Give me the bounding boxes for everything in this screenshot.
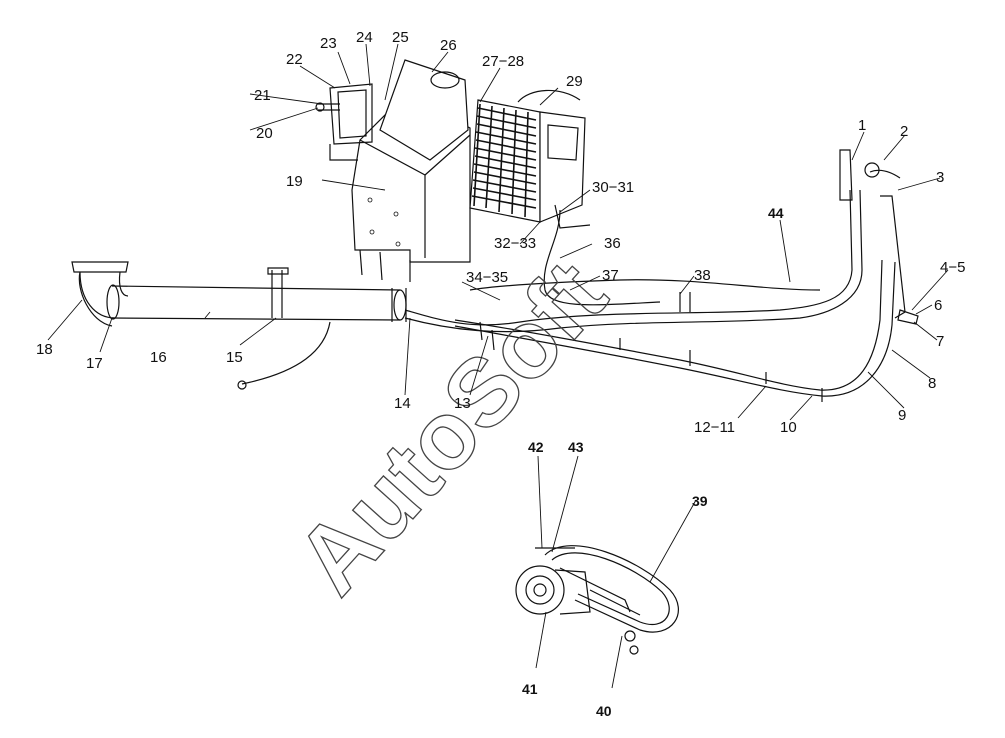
- callout-6: 6: [934, 297, 942, 314]
- callout-43: 43: [568, 439, 584, 455]
- callout-3: 3: [936, 169, 944, 186]
- callout-44: 44: [768, 205, 784, 221]
- callout-2: 2: [900, 123, 908, 140]
- callout-10: 10: [780, 419, 797, 436]
- callout-13: 13: [454, 395, 471, 412]
- callout-15: 15: [226, 349, 243, 366]
- callout-18: 18: [36, 341, 53, 358]
- callout-1: 1: [858, 117, 866, 134]
- callout-40: 40: [596, 703, 612, 719]
- callout-22: 22: [286, 51, 303, 68]
- hose-routing: [404, 149, 919, 402]
- callout-24: 24: [356, 29, 373, 46]
- callout-36: 36: [604, 235, 621, 252]
- callout-34-35: 34−35: [466, 269, 508, 286]
- pump-assembly: [515, 545, 679, 655]
- callout-20: 20: [256, 125, 273, 142]
- callout-16: 16: [150, 349, 167, 366]
- callout-42: 42: [528, 439, 544, 455]
- callout-38: 38: [694, 267, 711, 284]
- callout-39: 39: [692, 493, 708, 509]
- callout-9: 9: [898, 407, 906, 424]
- callout-30-31: 30−31: [592, 179, 634, 196]
- callout-26: 26: [440, 37, 457, 54]
- callout-32-33: 32−33: [494, 235, 536, 252]
- callout-17: 17: [86, 355, 103, 372]
- callout-29: 29: [566, 73, 583, 90]
- callout-8: 8: [928, 375, 936, 392]
- callout-23: 23: [320, 35, 337, 52]
- oil-cooler: [469, 89, 591, 229]
- leader-lines: [47, 43, 949, 689]
- callout-labels: 1 2 3 4−5 6 7 8 9 10 12−11 13 14 15 16 1…: [36, 29, 965, 719]
- reservoir-assembly: [351, 59, 471, 282]
- callout-21: 21: [254, 87, 271, 104]
- callout-12-11: 12−11: [694, 419, 735, 436]
- callout-41: 41: [522, 681, 538, 697]
- callout-19: 19: [286, 173, 303, 190]
- watermark: AutoSoft: [276, 241, 627, 614]
- callout-7: 7: [936, 333, 944, 350]
- callout-14: 14: [394, 395, 411, 412]
- callout-27-28: 27−28: [482, 53, 524, 70]
- exhaust-muffler: [71, 261, 407, 390]
- callout-25: 25: [392, 29, 409, 46]
- callout-37: 37: [602, 267, 619, 284]
- callout-4-5: 4−5: [940, 259, 965, 276]
- filter-bracket: [315, 83, 373, 161]
